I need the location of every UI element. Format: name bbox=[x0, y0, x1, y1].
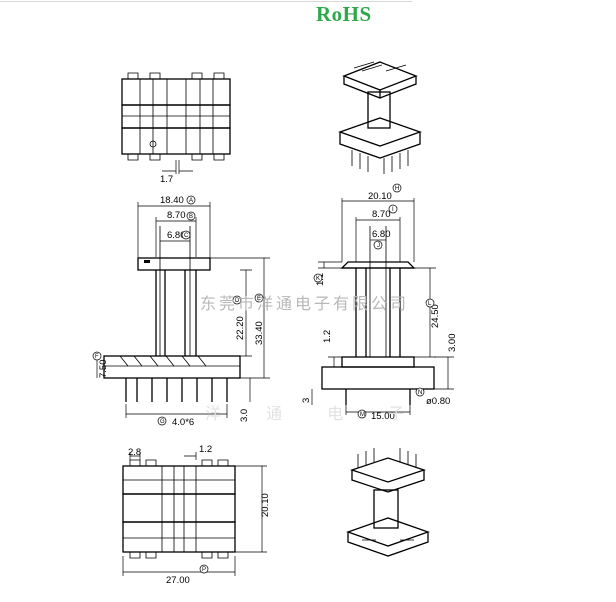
svg-text:M: M bbox=[360, 412, 365, 418]
svg-text:G: G bbox=[160, 419, 165, 425]
rohs-label: RoHS bbox=[316, 2, 372, 26]
svg-text:J: J bbox=[377, 243, 380, 249]
svg-text:P: P bbox=[202, 567, 206, 573]
overall-height-dim: 33.40 bbox=[254, 321, 265, 345]
bottom-depth-dim: 20.10 bbox=[260, 493, 271, 517]
svg-text:C: C bbox=[184, 233, 189, 239]
base-step-dim: 3.00 bbox=[447, 334, 458, 353]
svg-text:N: N bbox=[418, 390, 422, 396]
svg-text:A: A bbox=[189, 198, 193, 204]
company-watermark: 东莞市洋通电子有限公司 bbox=[200, 294, 409, 313]
bottom-length-dim: 27.00 bbox=[166, 575, 190, 586]
pin-diameter-dim: ø0.80 bbox=[426, 396, 450, 407]
top-view: 1.7 bbox=[121, 72, 231, 185]
bottom-view: 2.8 1.2 20.10 27.00 P bbox=[122, 444, 271, 586]
base-height-dim: 7.50 bbox=[98, 360, 109, 379]
bottom-flange-dim: 1.2 bbox=[322, 330, 333, 343]
iso-view-bottom bbox=[346, 448, 430, 557]
svg-text:I: I bbox=[392, 207, 394, 213]
center-leg-dim: 6.80 bbox=[167, 230, 186, 241]
svg-text:B: B bbox=[189, 214, 193, 220]
svg-text:H: H bbox=[395, 186, 399, 192]
svg-text:D: D bbox=[235, 298, 240, 304]
side-center-leg-dim: 6.80 bbox=[372, 229, 391, 240]
side-window-dim: 8.70 bbox=[372, 209, 391, 220]
pin-spacing-dim: 1.7 bbox=[160, 174, 173, 185]
header-rule bbox=[0, 1, 412, 2]
slot-width-dim: 2.8 bbox=[128, 447, 141, 458]
flange-width-dim: 18.40 bbox=[160, 195, 184, 206]
svg-text:L: L bbox=[428, 301, 432, 307]
window-height-dim: 22.20 bbox=[235, 316, 246, 340]
side-height-dim: 24.50 bbox=[430, 304, 441, 328]
svg-text:F: F bbox=[95, 354, 99, 360]
side-view: 20.10 H 8.70 I 6.80 J 1.1 K 24.50 L 1.2 … bbox=[301, 183, 458, 422]
side-width-dim: 20.10 bbox=[368, 191, 392, 202]
front-view: 18.40 A 8.70 B 6.80 C 22.20 D 33.40 E 7.… bbox=[92, 195, 270, 428]
pin-length-dim: 3.0 bbox=[239, 409, 250, 422]
faint-watermark: 洋 通 电 子 bbox=[205, 404, 424, 423]
pin-row-spacing-dim: 15.00 bbox=[371, 411, 395, 422]
side-pin-length-dim: 3 bbox=[301, 398, 312, 403]
svg-text:K: K bbox=[316, 276, 320, 282]
svg-text:E: E bbox=[257, 296, 261, 302]
core-window-dim: 8.70 bbox=[167, 210, 186, 221]
pin-pitch-dim: 4.0*6 bbox=[172, 417, 194, 428]
slot-gap-dim: 1.2 bbox=[199, 444, 212, 455]
iso-view-top bbox=[338, 61, 422, 174]
